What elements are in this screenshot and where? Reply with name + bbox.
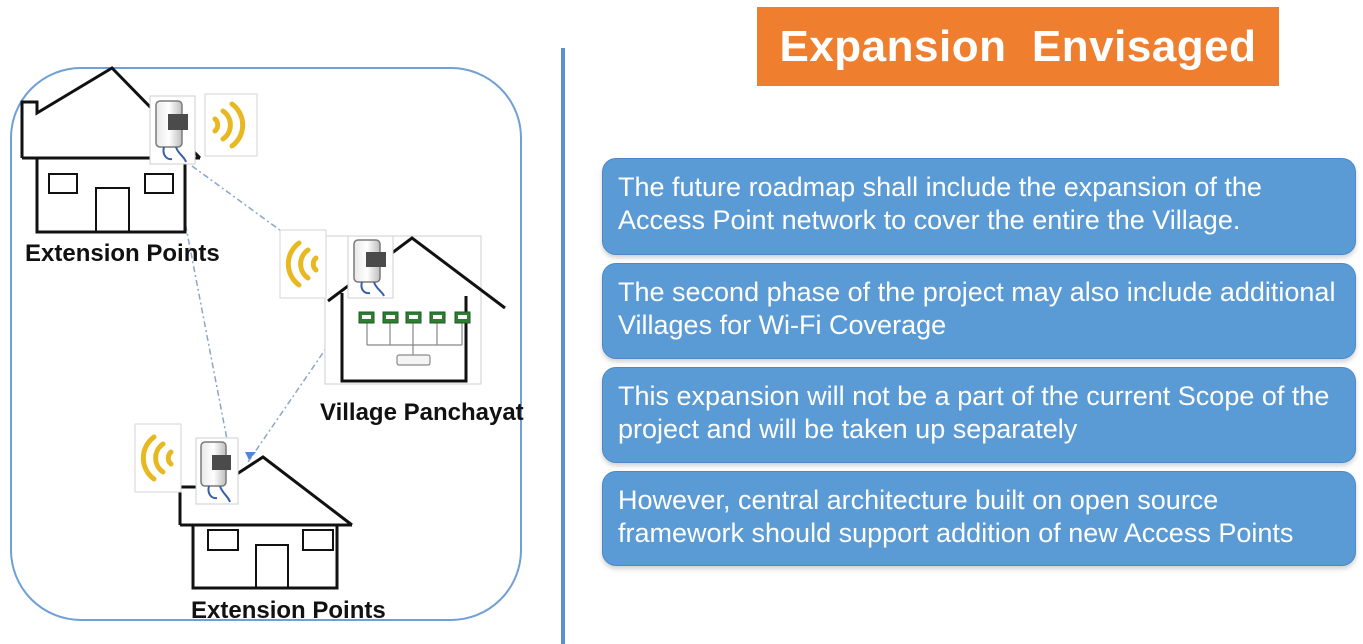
vertical-divider [561, 48, 565, 644]
access-point-icon [195, 437, 239, 505]
point-box: However, central architecture built on o… [602, 471, 1356, 566]
coverage-boundary [10, 67, 522, 621]
house-icon [20, 66, 202, 234]
wifi-signal-icon [204, 93, 258, 157]
extension-points-label: Extension Points [191, 597, 386, 624]
village-panchayat-label: Village Panchayat [320, 399, 524, 426]
access-point-icon [149, 95, 196, 165]
router-icon [396, 354, 431, 366]
point-box: The future roadmap shall include the exp… [602, 158, 1356, 255]
point-box: This expansion will not be a part of the… [602, 367, 1356, 463]
network-diagram: Extension Points Village Panchayat Exten… [10, 66, 524, 624]
point-box: The second phase of the project may also… [602, 263, 1356, 359]
extension-points-label: Extension Points [25, 240, 220, 267]
network-links [174, 165, 363, 463]
page-title: Expansion Envisaged [757, 7, 1279, 86]
lan-devices [358, 311, 471, 366]
wifi-signal-icon [134, 423, 182, 493]
wifi-signal-icon [279, 229, 327, 299]
access-point-icon [347, 235, 394, 299]
